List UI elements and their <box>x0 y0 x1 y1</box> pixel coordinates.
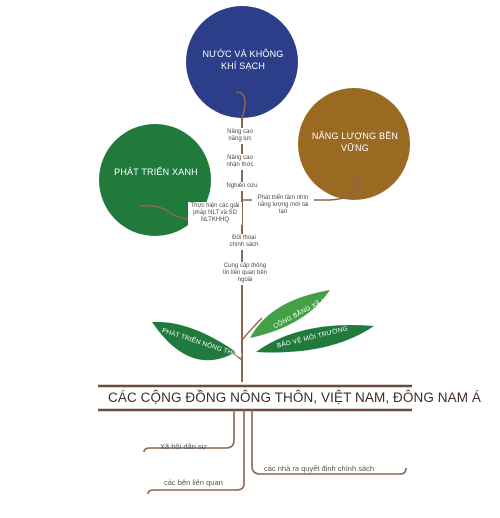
stem-label-dialogue: Đối thoại chính sách <box>222 234 266 250</box>
root-policy-makers <box>251 410 407 475</box>
root-civil-society <box>143 410 235 453</box>
circle-green <box>99 124 211 236</box>
energy-label: NĂNG LƯỢNG BỀN VỮNG <box>311 131 399 153</box>
stem-label-awareness: Nâng cao nhận thức <box>218 154 262 170</box>
root-stakeholders <box>147 410 245 495</box>
stem-label-information: Cung cấp thông tin liên quan bên ngoài <box>220 262 270 285</box>
root-label-policy-makers: các nhà ra quyết định chính sách <box>264 464 375 473</box>
curl-energy <box>242 175 360 201</box>
green-label: PHÁT TRIỂN XANH <box>114 167 198 177</box>
leaf-stalk-right <box>241 317 263 341</box>
stem-label-solutions: Thực hiện các giải pháp NLT và SD NLTKHH… <box>188 202 242 225</box>
leaf-rural <box>152 321 236 361</box>
circle-energy <box>298 88 410 200</box>
leaf-environment <box>256 325 374 353</box>
root-label-stakeholders: các bên liên quan <box>164 478 223 487</box>
circle-water-air <box>186 6 298 118</box>
water-air-label: NƯỚC VÀ KHÔNG KHÍ SẠCH <box>202 49 284 71</box>
stem-label-capacity: Nâng cao năng lực <box>218 128 262 144</box>
root-label-civil-society: Xã hội dân sự <box>160 442 207 451</box>
stem-label-vision: Phát triển tầm nhìn năng lượng mới tái t… <box>252 194 314 217</box>
stem-label-research: Nghiên cứu <box>222 182 262 191</box>
ground-title: CÁC CỘNG ĐỒNG NÔNG THÔN, VIỆT NAM, ĐÔNG … <box>108 390 482 405</box>
leaf-social <box>250 290 330 338</box>
curl-water-air <box>235 91 246 119</box>
